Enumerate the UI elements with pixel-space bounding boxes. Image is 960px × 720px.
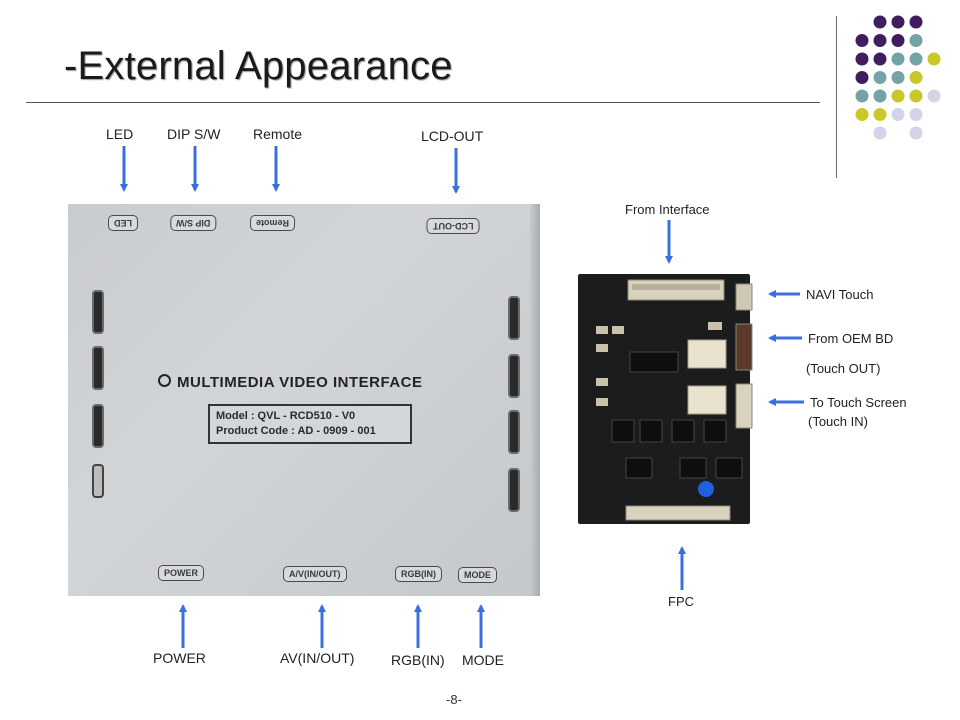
- decorative-dot: [855, 89, 869, 103]
- label-from-interface: From Interface: [625, 202, 710, 217]
- device-vent: [92, 290, 104, 334]
- label-fpc: FPC: [668, 594, 694, 609]
- label-navi-touch: NAVI Touch: [806, 287, 874, 302]
- device-photo: [68, 204, 540, 596]
- decorative-dot: [873, 52, 887, 66]
- device-vent: [92, 346, 104, 390]
- decorative-dot: [855, 34, 869, 47]
- device-vent: [92, 464, 104, 498]
- device-vent: [508, 468, 520, 512]
- decorative-dot: [909, 52, 923, 66]
- label-led: LED: [106, 126, 134, 142]
- label-rgb: RGB(IN): [391, 652, 445, 668]
- decorative-dot: [891, 34, 905, 47]
- label-from-oem: From OEM BD: [808, 331, 894, 346]
- device-product-code: Product Code : AD - 0909 - 001: [216, 425, 376, 437]
- decorative-dot: [855, 52, 869, 66]
- decorative-dot: [891, 108, 905, 121]
- device-vent: [92, 404, 104, 448]
- decorative-dot: [909, 126, 923, 140]
- decorative-dot: [927, 89, 941, 103]
- ring-icon: [158, 374, 171, 387]
- decorative-dot: [891, 89, 905, 103]
- device-port-rgb: RGB(IN): [395, 566, 442, 582]
- decorative-dot: [891, 52, 905, 66]
- decorative-dot: [873, 126, 887, 140]
- decorative-dot: [891, 71, 905, 84]
- decorative-dot: [909, 34, 923, 47]
- label-lcd-out: LCD-OUT: [421, 128, 484, 144]
- device-port-av: A/V(IN/OUT): [283, 566, 347, 582]
- label-av: AV(IN/OUT): [280, 650, 355, 666]
- device-vent: [508, 296, 520, 340]
- slide-title: -External Appearance: [64, 44, 453, 88]
- label-power: POWER: [153, 650, 206, 666]
- device-brand-text: MULTIMEDIA VIDEO INTERFACE: [177, 374, 423, 391]
- device-port-power: POWER: [158, 565, 205, 581]
- label-touch-in: (Touch IN): [808, 414, 868, 429]
- device-model-plate: Model : QVL - RCD510 - V0 Product Code :…: [208, 404, 412, 444]
- decorative-dot: [873, 71, 887, 84]
- label-mode: MODE: [462, 652, 504, 668]
- decorative-dot: [891, 15, 905, 29]
- vertical-divider: [836, 16, 837, 178]
- decorative-dot: [909, 71, 923, 84]
- decorative-dot-grid: [855, 15, 941, 140]
- device-port-mode: MODE: [458, 567, 497, 583]
- decorative-dot: [927, 52, 941, 66]
- device-vent: [508, 410, 520, 454]
- device-model: Model : QVL - RCD510 - V0: [216, 410, 356, 422]
- page-number: -8-: [446, 692, 462, 707]
- decorative-dot: [909, 89, 923, 103]
- decorative-dot: [873, 89, 887, 103]
- decorative-dot: [855, 108, 869, 121]
- device-vent: [508, 354, 520, 398]
- label-dip-sw: DIP S/W: [167, 126, 221, 142]
- decorative-dot: [873, 108, 887, 121]
- decorative-dot: [873, 34, 887, 47]
- device-edge: [530, 204, 540, 596]
- decorative-dot: [873, 15, 887, 29]
- decorative-dot: [855, 71, 869, 84]
- title-divider: [26, 102, 820, 103]
- decorative-dot: [909, 15, 923, 29]
- label-touch-out: (Touch OUT): [806, 361, 881, 376]
- label-to-touch-screen: To Touch Screen: [810, 395, 907, 410]
- label-remote: Remote: [253, 126, 303, 142]
- decorative-dot: [909, 108, 923, 121]
- device-brand: MULTIMEDIA VIDEO INTERFACE: [158, 374, 423, 391]
